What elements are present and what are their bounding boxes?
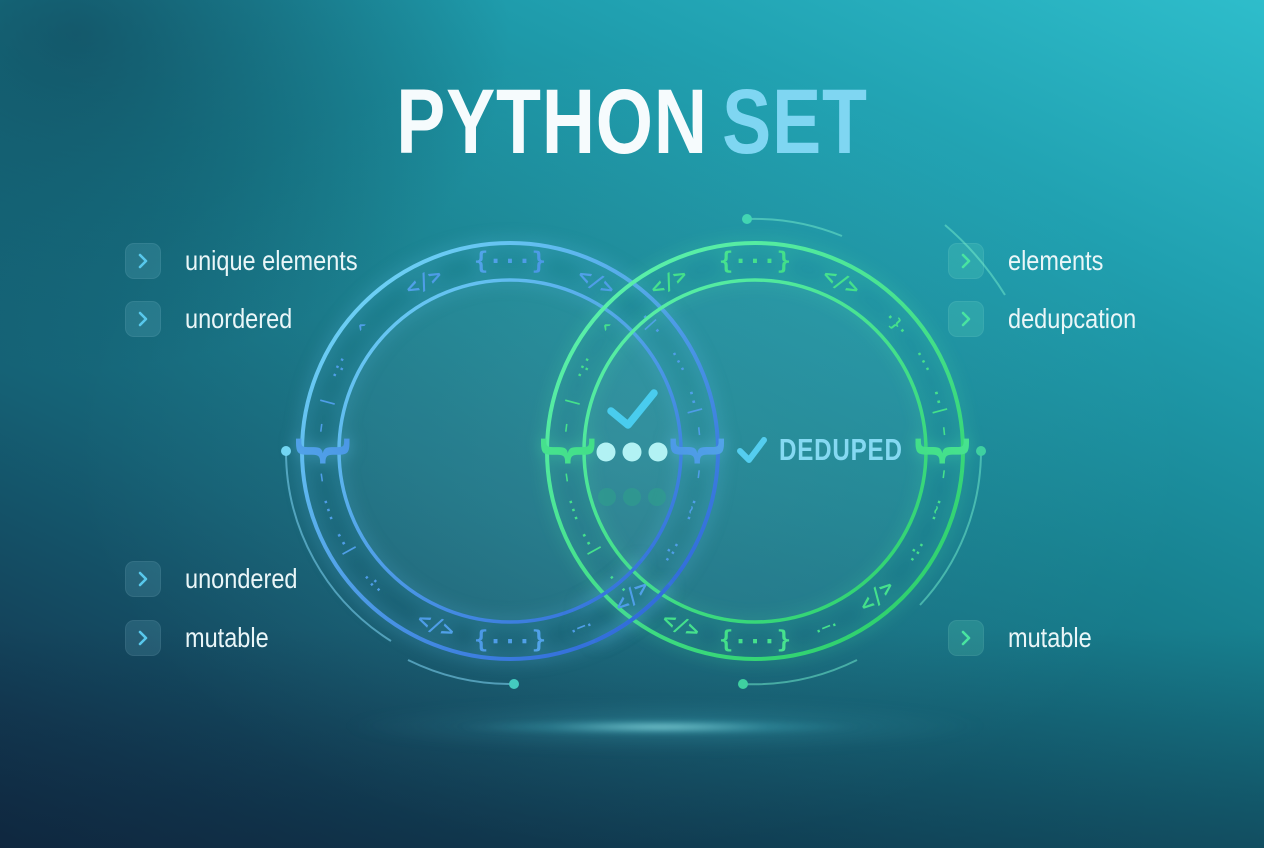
ring-glyph: ··| (925, 386, 950, 417)
ring-glyph: ··· (910, 347, 936, 377)
feature-label: mutable (185, 622, 269, 653)
feature-label: unondered (185, 563, 298, 594)
feature-dedupcation: dedupcation (948, 301, 1161, 337)
chevron-right-icon (125, 243, 161, 279)
ring-glyph: — (314, 472, 330, 482)
ring-glyph: — (558, 423, 574, 433)
ring-glyph: } (911, 434, 979, 469)
ring-glyph: ·—· (566, 615, 595, 639)
floor-glow-core (455, 719, 865, 735)
ring-glyph: — (936, 426, 952, 436)
ring-glyph: ·—· (811, 615, 840, 639)
ring-glyph: { (531, 434, 599, 469)
ellipsis-dots-faded-icon (598, 488, 666, 506)
ring-glyph: ··· (318, 495, 341, 524)
feature-mutable-left: mutable (125, 620, 285, 656)
ring-glyph: ·~· (679, 495, 702, 524)
deduped-label: DEDUPED (779, 432, 903, 467)
feature-label: unordered (185, 303, 293, 334)
chevron-right-icon (948, 243, 984, 279)
ring-glyph: — (936, 469, 952, 479)
ring-glyph: — (691, 426, 707, 436)
ring-glyph: { (286, 434, 354, 469)
feature-unique-elements: unique elements (125, 243, 390, 279)
chevron-right-icon (125, 620, 161, 656)
accent-dot (976, 446, 986, 456)
feature-unordered: unordered (125, 301, 313, 337)
title-accent: SET (722, 71, 868, 173)
ring-glyph: — (691, 469, 707, 479)
ring-glyph: |·· (329, 526, 359, 559)
chevron-right-icon (948, 301, 984, 337)
ring-glyph: ·}· (880, 308, 912, 340)
ring-glyph: {···} (719, 247, 791, 275)
ring-glyph: ·:· (326, 353, 351, 383)
chevron-right-icon (125, 301, 161, 337)
ring-glyph: — (313, 423, 329, 433)
ellipsis-dots-icon (596, 442, 668, 462)
ring-glyph: ·:· (359, 568, 388, 597)
check-icon (607, 389, 658, 429)
set-a-haze (339, 280, 681, 622)
feature-elements: elements (948, 243, 1122, 279)
ring-glyph: ·~· (924, 495, 947, 524)
ring-glyph: ·:· (903, 537, 930, 567)
feature-unondered: unondered (125, 561, 319, 597)
feature-label: elements (1008, 245, 1104, 276)
feature-label: dedupcation (1008, 303, 1137, 334)
ring-glyph: — (559, 472, 575, 482)
ring-glyph: ^ (354, 319, 375, 339)
title-main: PYTHON (396, 71, 708, 173)
chevron-right-icon (125, 561, 161, 597)
accent-dot (742, 214, 752, 224)
ring-glyph: | (317, 395, 338, 409)
accent-dot (281, 446, 291, 456)
feature-label: mutable (1008, 622, 1092, 653)
deduped-callout: DEDUPED (737, 432, 938, 468)
accent-arcs (281, 214, 1006, 689)
ring-glyph: {···} (474, 627, 546, 655)
check-icon (737, 437, 767, 463)
chevron-right-icon (948, 620, 984, 656)
ring-glyph: {···} (719, 627, 791, 655)
feature-label: unique elements (185, 245, 358, 276)
ring-glyph: {···} (474, 247, 546, 275)
ring-glyph: ··· (563, 495, 586, 524)
accent-dot (509, 679, 519, 689)
ring-glyph: } (666, 434, 734, 469)
accent-dot (738, 679, 748, 689)
intersection-icons (596, 389, 668, 506)
feature-mutable-right: mutable (948, 620, 1108, 656)
